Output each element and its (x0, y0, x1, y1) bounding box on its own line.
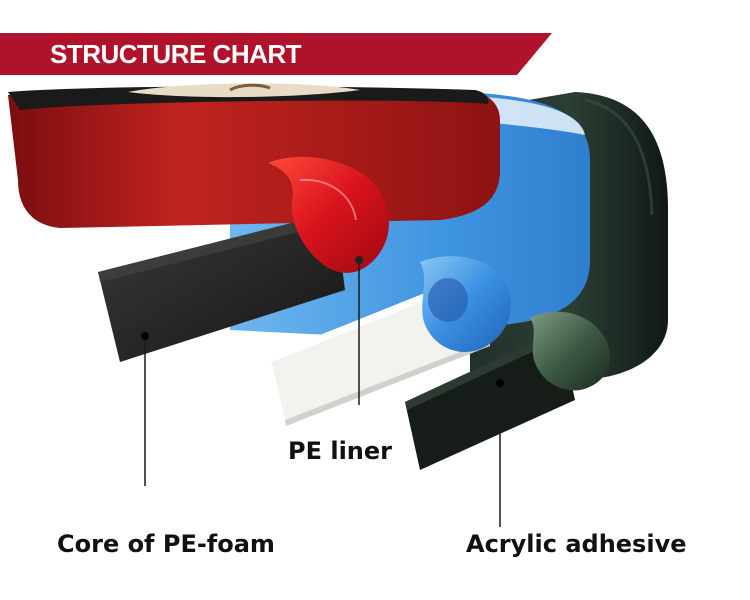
header-banner: STRUCTURE CHART (0, 33, 552, 75)
blue-liner-curl (420, 256, 511, 352)
pointer-adhesive (496, 379, 504, 527)
core-label: Core of PE-foam (57, 530, 275, 558)
adhesive-strip (405, 330, 575, 470)
page-title: STRUCTURE CHART (50, 39, 302, 69)
acrylic-adhesive-label: Acrylic adhesive (466, 530, 687, 558)
banner-shape (0, 33, 552, 75)
green-liner-curl (530, 311, 611, 391)
pointer-core (141, 332, 149, 486)
pe-liner-label: PE liner (288, 437, 392, 465)
core-strip (98, 212, 345, 362)
pointer-pe-liner (355, 256, 363, 405)
red-liner-curl (268, 156, 390, 273)
red-roll (8, 83, 500, 228)
